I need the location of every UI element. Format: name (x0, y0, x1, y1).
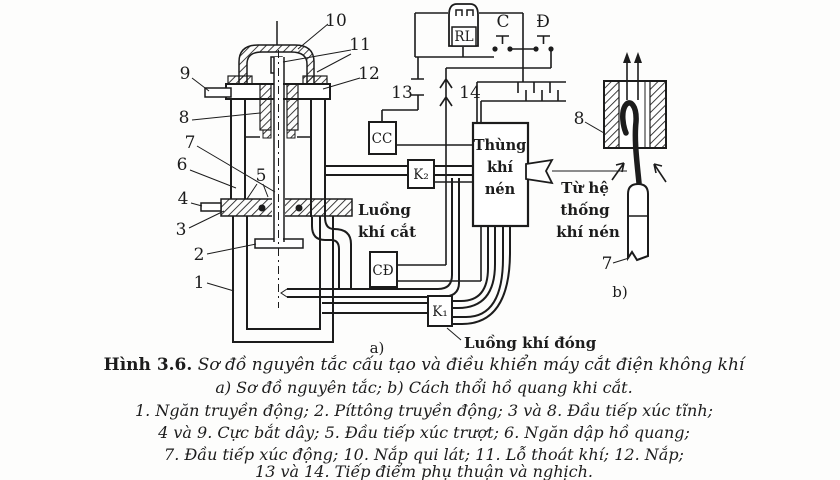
figure-caption: Hình 3.6. Sơ đồ nguyên tắc cấu tạo và đi… (104, 355, 747, 480)
callout-11: 11 (349, 35, 371, 55)
aux-contact-14: 14 (397, 68, 481, 266)
close-coil-box (369, 251, 398, 288)
terminal-9 (204, 87, 232, 98)
callout-numbers: 10 11 9 12 8 7 6 5 4 3 2 1 8 7 (176, 11, 613, 293)
close-air-label: Luồng khí đóng (464, 334, 597, 352)
close-valve-label: K₁ (432, 304, 448, 320)
supply-label-1: Từ hệ (561, 179, 609, 197)
cut-valve-label: K₂ (413, 167, 429, 183)
caption-line-4: 4 và 9. Cực bắt dây; 5. Đầu tiếp xúc trư… (157, 423, 690, 442)
lower-pipe (287, 290, 439, 297)
contact-bar (200, 198, 353, 217)
arc-blow-detail (603, 52, 667, 262)
callout-b7: 7 (602, 254, 613, 274)
control-circuit: RL C Đ 13 14 CC (368, 3, 566, 288)
stationary-contact-right (286, 83, 299, 131)
supply-label-3: khí nén (556, 223, 620, 241)
air-pipes (280, 165, 511, 325)
electric-arc (620, 100, 642, 186)
relay-label: RL (454, 29, 473, 45)
caption-line-6: 13 và 14. Tiếp điểm phụ thuận và nghịch. (255, 462, 593, 480)
callout-3: 3 (176, 220, 187, 240)
contact-14-number: 14 (459, 83, 481, 103)
supply-arrow (525, 158, 554, 185)
tank-label-1: Thùng (474, 137, 527, 154)
cut-air-label-1: Luồng (358, 201, 411, 219)
terminal-4 (200, 202, 222, 212)
caption-line-1: Hình 3.6. Sơ đồ nguyên tắc cấu tạo và đi… (104, 355, 747, 375)
moving-rod (273, 50, 285, 308)
caption-line-5: 7. Đầu tiếp xúc động; 10. Nắp qui lát; 1… (164, 445, 684, 464)
cut-button-label: C (496, 12, 509, 32)
callout-10: 10 (325, 11, 347, 31)
close-button-label: Đ (536, 12, 550, 32)
blast-arrows (611, 162, 667, 183)
breaker-assembly (200, 21, 511, 343)
contact-dot-left (258, 204, 266, 212)
close-air-pipe (322, 304, 428, 313)
callout-b8: 8 (574, 109, 585, 129)
contact-13-number: 13 (391, 83, 413, 103)
callout-9: 9 (180, 64, 191, 84)
callout-pointer-lines (188, 23, 630, 292)
cut-coil-box (368, 121, 397, 155)
cut-air-label-2: khí cắt (358, 223, 416, 241)
cut-coil-label: CC (372, 131, 393, 147)
caption-line-2: a) Sơ đồ nguyên tắc; b) Cách thổi hồ qua… (215, 378, 632, 397)
close-valve-box (427, 295, 453, 327)
cut-valve-box (407, 159, 435, 189)
part-b-marker: b) (612, 283, 627, 301)
caption-figure-number: Hình 3.6. (104, 355, 193, 375)
part-a-marker: a) (370, 339, 385, 357)
callout-2: 2 (194, 245, 205, 265)
cut-button: C (492, 12, 513, 52)
callout-4: 4 (178, 189, 189, 209)
callout-7: 7 (185, 133, 196, 153)
cut-air-pipe (326, 167, 473, 175)
contact-dot-right (295, 204, 303, 212)
moving-contact-b (627, 182, 649, 262)
tank-label-2: khí (487, 159, 514, 176)
casing (204, 75, 331, 217)
callout-12: 12 (358, 64, 380, 84)
callout-1: 1 (194, 273, 205, 293)
pneumatic-system: K₂ K₁ Thùng khí nén Từ hệ thống khí nén … (358, 121, 627, 352)
stationary-contact-left (259, 83, 272, 131)
contact-bank (508, 81, 566, 102)
caption-line-3: 1. Ngăn truyền động; 2. Píttông truyền đ… (135, 401, 713, 420)
callout-5: 5 (256, 166, 267, 186)
close-coil-label: CĐ (372, 263, 393, 279)
callout-8: 8 (179, 108, 190, 128)
tank-label-3: nén (485, 181, 516, 198)
aux-contact-13: 13 (381, 57, 424, 122)
supply-label-2: thống (560, 201, 610, 219)
callout-6: 6 (177, 155, 188, 175)
close-button: Đ (533, 12, 554, 52)
exhaust-arrows (623, 52, 642, 100)
